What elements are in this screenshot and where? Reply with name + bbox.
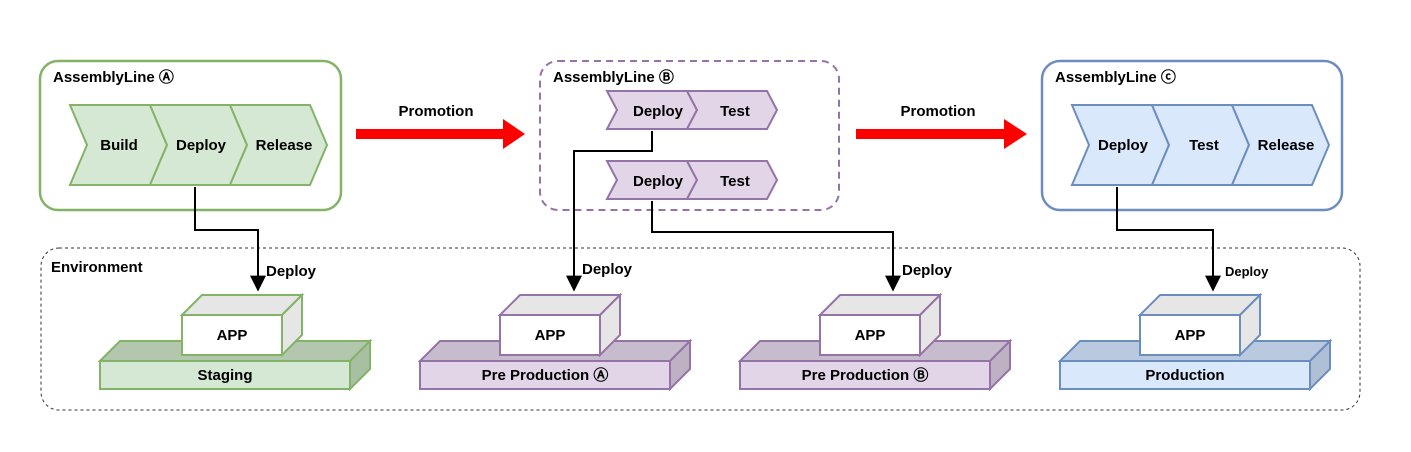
app-label-production: APP — [1175, 327, 1206, 344]
deploy-label-preprod-b: Deploy — [902, 262, 953, 279]
stage-deploy-a-label: Deploy — [176, 137, 227, 154]
deploy-connector-staging — [194, 187, 266, 292]
stage-test-b2: Test — [685, 160, 779, 200]
stage-deploy-b2-label: Deploy — [633, 173, 684, 190]
app-label-preprod-a: APP — [535, 327, 566, 344]
deploy-label-preprod-a: Deploy — [582, 261, 633, 278]
deploy-label-staging: Deploy — [266, 263, 317, 280]
promotion-label-2: Promotion — [901, 103, 976, 120]
assembly-line-a-title: AssemblyLine Ⓐ — [53, 68, 174, 86]
assembly-line-a: AssemblyLine Ⓐ Build Deploy Release — [38, 59, 343, 212]
app-label-preprod-b: APP — [855, 327, 886, 344]
server-production: APP Production — [1057, 292, 1333, 392]
stage-release-a: Release — [228, 104, 329, 186]
stage-deploy-c: Deploy — [1070, 104, 1171, 186]
stage-deploy-b1: Deploy — [605, 90, 699, 130]
promotion-label-1: Promotion — [399, 103, 474, 120]
stage-test-b2-label: Test — [720, 173, 750, 190]
assembly-line-b: AssemblyLine Ⓑ Deploy Test Deploy Test — [539, 60, 840, 211]
stage-build: Build — [68, 104, 169, 186]
stage-deploy-b1-label: Deploy — [633, 103, 684, 120]
stage-deploy-a: Deploy — [148, 104, 249, 186]
promotion-arrow-1: Promotion — [356, 103, 525, 149]
deploy-connector-preprod-b — [651, 201, 901, 292]
stage-deploy-c-label: Deploy — [1098, 137, 1149, 154]
stage-test-c-label: Test — [1189, 137, 1219, 154]
stage-build-label: Build — [100, 137, 138, 154]
assembly-line-b-title: AssemblyLine Ⓑ — [553, 68, 674, 86]
server-preprod-b: APP Pre Production Ⓑ — [737, 292, 1013, 392]
stage-release-c: Release — [1230, 104, 1331, 186]
environment-container: Environment — [40, 247, 1361, 411]
assembly-line-c: AssemblyLine ⓒ Deploy Test Release — [1040, 59, 1344, 212]
stage-test-b1-label: Test — [720, 103, 750, 120]
stage-release-a-label: Release — [256, 137, 313, 154]
server-staging: APP Staging — [97, 292, 373, 392]
app-label-staging: APP — [217, 327, 248, 344]
server-name-production: Production — [1145, 367, 1224, 384]
deploy-connector-preprod-a — [566, 131, 653, 292]
server-name-staging: Staging — [198, 367, 253, 384]
server-name-preprod-b: Pre Production Ⓑ — [802, 366, 929, 384]
stage-test-b1: Test — [685, 90, 779, 130]
server-name-preprod-a: Pre Production Ⓐ — [482, 366, 609, 384]
stage-release-c-label: Release — [1258, 137, 1315, 154]
stage-deploy-b2: Deploy — [605, 160, 699, 200]
assembly-line-c-title: AssemblyLine ⓒ — [1055, 68, 1176, 86]
promotion-arrow-2: Promotion — [856, 103, 1027, 149]
server-preprod-a: APP Pre Production Ⓐ — [417, 292, 693, 392]
deploy-connectors: Deploy Deploy Deploy Deploy — [194, 131, 1269, 292]
deploy-connector-production — [1116, 187, 1221, 292]
environment-title: Environment — [51, 259, 143, 276]
deploy-label-production: Deploy — [1225, 264, 1269, 279]
